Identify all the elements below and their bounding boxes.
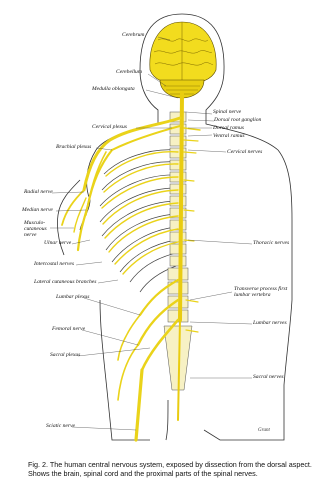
label-cerebrum: Cerebrum xyxy=(122,33,144,39)
label-dorsal-root-ganglion: Dorsal root ganglion xyxy=(214,118,261,124)
label-cervical-nerves: Cervical nerves xyxy=(227,150,262,156)
label-transverse-process: Transverse process first lumbar vertebra xyxy=(234,287,304,299)
label-medulla: Medulla oblongata xyxy=(92,87,135,93)
artist-signature: Grant xyxy=(258,428,270,433)
brain xyxy=(150,22,216,98)
label-ventral-ramus: Ventral ramus xyxy=(213,134,245,140)
label-intercostal: Intercostal nerves xyxy=(34,262,74,268)
label-lumbar-plexus: Lumbar plexus xyxy=(56,295,89,301)
label-cervical-plexus: Cervical plexus xyxy=(92,125,127,131)
label-femoral-nerve: Femoral nerve xyxy=(52,327,85,333)
label-cerebellum: Cerebellum xyxy=(116,70,142,76)
label-sacral-plexus: Sacral plexus xyxy=(50,353,80,359)
label-sciatic-nerve: Sciatic nerve xyxy=(46,424,75,430)
label-lumbar-nerves: Lumbar nerves xyxy=(253,321,287,327)
figure-caption: Fig. 2. The human central nervous system… xyxy=(28,460,318,478)
label-thoracic-nerves: Thoracic nerves xyxy=(253,241,289,247)
label-brachial-plexus: Brachial plexus xyxy=(56,145,91,151)
label-sacral-nerves: Sacral nerves xyxy=(253,375,284,381)
label-spinal-nerve: Spinal nerve xyxy=(213,110,241,116)
label-lateral-cutaneous: Lateral cutaneous branches xyxy=(34,280,96,286)
label-musculocutaneous: Musculo-cutaneous nerve xyxy=(24,221,50,239)
vertebral-column xyxy=(164,112,192,390)
label-ulnar-nerve: Ulnar nerve xyxy=(44,241,71,247)
label-median-nerve: Median nerve xyxy=(22,208,53,214)
label-radial-nerve: Radial nerve xyxy=(24,190,53,196)
cerebrum-shape xyxy=(150,22,216,84)
label-dorsal-ramus: Dorsal ramus xyxy=(213,126,244,132)
